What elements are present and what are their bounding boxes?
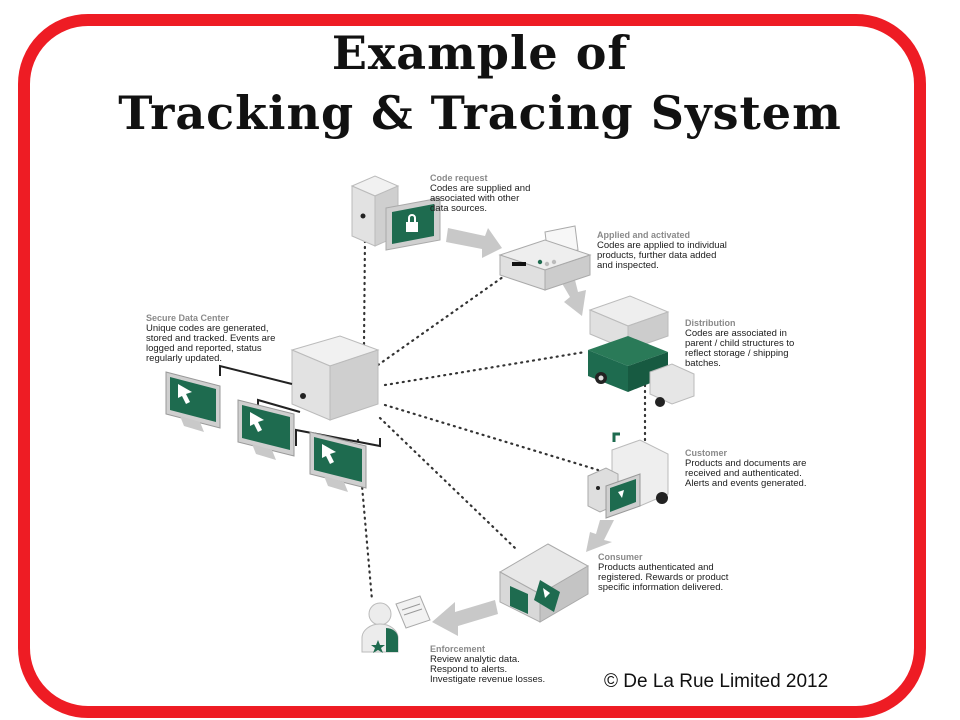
printer-icon (498, 225, 592, 291)
step-consumer: Consumer Products authenticated and regi… (598, 552, 728, 593)
arrow-icon (586, 520, 614, 552)
arrow-icon (432, 600, 498, 636)
step-heading: Distribution (685, 318, 736, 328)
step-distribution: Distribution Codes are associated in par… (685, 318, 794, 369)
copyright-notice: © De La Rue Limited 2012 (604, 671, 829, 692)
lock-icon (406, 214, 418, 232)
warehouse-icon (498, 543, 590, 623)
truck-icon (588, 295, 695, 407)
star-icon (371, 640, 385, 653)
arrow-icon (446, 228, 502, 258)
slide-frame (18, 14, 926, 718)
monitor-icon (309, 431, 367, 492)
monitor-icon (605, 473, 641, 519)
person-icon (361, 595, 431, 653)
monitor-icon (237, 399, 295, 460)
slide-title-line2: Tracking & Tracing System (118, 86, 842, 140)
data-links (356, 233, 647, 602)
monitor-icon (165, 371, 221, 432)
code-request-device (350, 175, 441, 251)
step-code-request: Code request Codes are supplied and asso… (430, 173, 530, 214)
step-text: Products and documents are received and … (685, 458, 807, 489)
link-code-request (362, 233, 367, 347)
data-center-text: Unique codes are generated, stored and t… (146, 323, 276, 364)
link-customer (383, 403, 600, 472)
link-consumer (378, 416, 517, 550)
data-center-heading: Secure Data Center (146, 313, 230, 323)
flow-arrows (432, 228, 614, 636)
link-applied (376, 270, 512, 367)
step-heading: Applied and activated (597, 230, 691, 240)
step-heading: Code request (430, 173, 488, 183)
step-enforcement: Enforcement Review analytic data. Respon… (430, 644, 545, 685)
step-heading: Consumer (598, 552, 643, 562)
secure-data-center: Secure Data Center Unique codes are gene… (146, 313, 275, 364)
link-enforcement (356, 438, 374, 602)
arrow-icon (560, 280, 586, 316)
step-text: Codes are supplied and associated with o… (430, 183, 531, 214)
step-heading: Enforcement (430, 644, 486, 654)
step-text: Products authenticated and registered. R… (598, 562, 729, 593)
link-distribution (383, 350, 587, 387)
step-text: Codes are applied to individual products… (597, 240, 727, 271)
step-heading: Customer (685, 448, 728, 458)
slide-title-line1: Example of (331, 26, 629, 80)
server-icon (290, 335, 380, 421)
step-applied: Applied and activated Codes are applied … (597, 230, 727, 271)
step-customer: Customer Products and documents are rece… (685, 448, 806, 489)
step-text: Codes are associated in parent / child s… (685, 328, 795, 369)
step-text: Review analytic data. Respond to alerts.… (430, 654, 546, 685)
